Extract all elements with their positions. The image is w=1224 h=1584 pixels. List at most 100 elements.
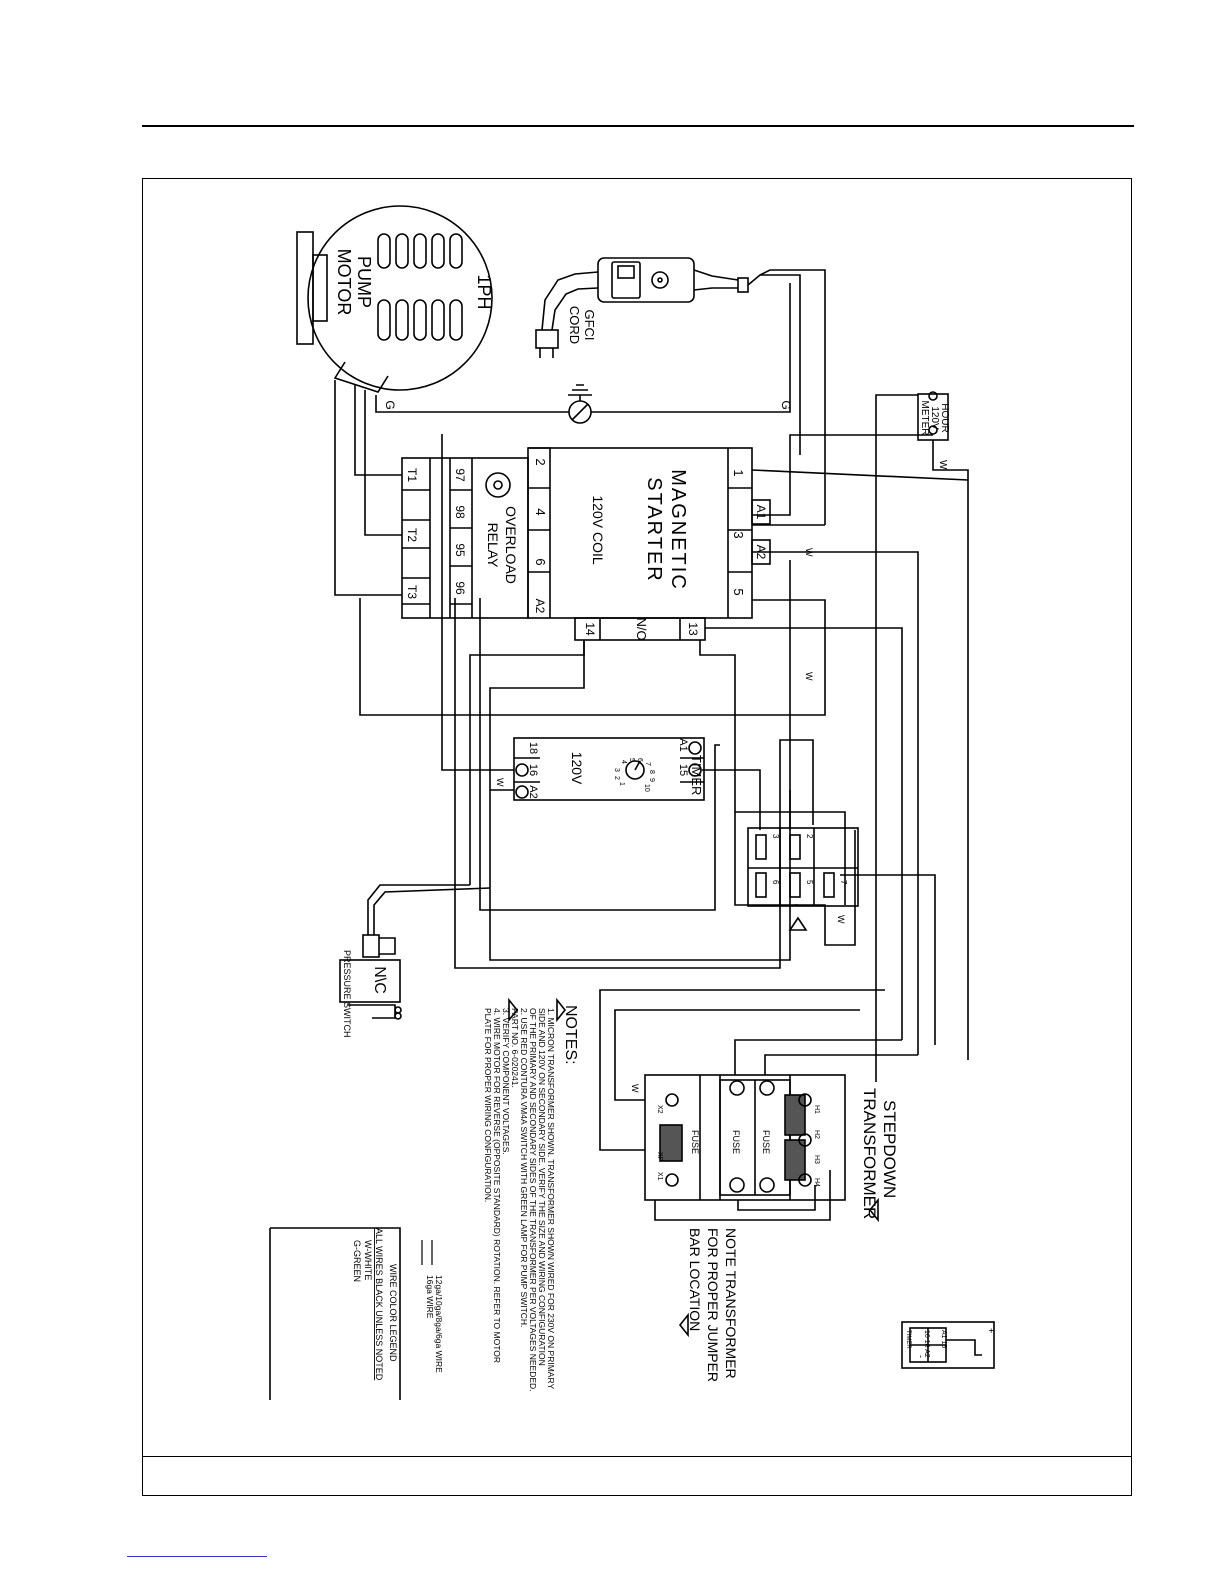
motor-label-1ph: 1PH [474, 274, 494, 309]
motor-vents [377, 233, 463, 341]
pressure-switch [339, 934, 402, 1020]
starter-aux-13: 13 [686, 622, 700, 636]
timer-inset-labels: + - TIMER A1 15 16 18 A2 [905, 1328, 996, 1358]
timer-term-16: 16 [527, 764, 539, 776]
stepdown-transformer [644, 1074, 846, 1221]
notes: NOTES: 1. MICRON TRANSFORMER SHOWN. TRAN… [483, 1005, 579, 1392]
timer-dial-10: 10 [643, 784, 650, 792]
gfci-cord [535, 257, 826, 525]
overload-label-2: RELAY [485, 523, 501, 569]
switch-term-3: 3 [771, 834, 780, 839]
overload-term-95: 95 [453, 543, 467, 557]
switch-block-labels: 2 3 5 6 7 [771, 834, 848, 885]
switch-term-5: 5 [805, 880, 814, 885]
starter-term-5: 5 [731, 588, 746, 595]
timer-dial-8: 8 [648, 770, 655, 774]
warning-triangles [508, 916, 879, 1338]
transformer-x2: X2 [656, 1105, 663, 1114]
wiring [334, 380, 969, 1151]
overload-t1: T1 [405, 468, 419, 482]
overload-term-96: 96 [453, 581, 467, 595]
hour-meter-label-1: HOUR [939, 403, 950, 432]
timer-inset-minus: - [916, 1355, 926, 1358]
switch-term-6: 6 [771, 880, 780, 885]
note-3: 3. VERIFY COMPONENT VOLTAGES. [501, 1008, 511, 1155]
overload-label-1: OVERLOAD [503, 506, 519, 584]
transformer-label-1: STEPDOWN [880, 1100, 899, 1198]
transformer-fuse-3: FUSE [690, 1130, 700, 1154]
wire-white-label-timer: W [495, 778, 505, 787]
ground-label-left: G [383, 400, 397, 409]
note-2a: 2. USE RED CONTURA VM4A SWITCH WITH GREE… [519, 1008, 529, 1327]
hour-meter-label-2: 120V [929, 406, 940, 430]
timer-dial-2: 2 [613, 776, 620, 780]
note-1c: OF THE PRIMARY AND SECONDARY SIDES OF TH… [528, 1008, 538, 1392]
starter-a2-left: A2 [533, 599, 547, 614]
footer-link-rule [127, 1556, 267, 1557]
wire-white-label-3: W [804, 672, 814, 681]
motor-label-pump: PUMP [354, 256, 374, 308]
legend-labels: 12ga/10ga/8ga/6ga WIRE 16ga WIRE WIRE CO… [352, 1228, 444, 1381]
switch-term-7: 7 [839, 880, 848, 885]
transformer-fuse-1: FUSE [761, 1130, 771, 1154]
pump-motor [296, 205, 493, 393]
legend-white: W-WHITE [363, 1240, 373, 1280]
switch-term-2: 2 [805, 834, 814, 839]
starter-aux-no: N/O [634, 617, 649, 640]
hour-meter [875, 391, 969, 1080]
legend-gauge-1: 12ga/10ga/8ga/6ga WIRE [434, 1275, 444, 1373]
transformer-note-2: FOR PROPER JUMPER [705, 1228, 721, 1382]
pressure-switch-contact: N\C [371, 966, 388, 994]
timer-dial-9: 9 [648, 778, 655, 782]
starter-term-3: 3 [731, 531, 746, 538]
pressure-switch-label: PRESSURE SWITCH [342, 950, 352, 1038]
timer-term-a2: A2 [527, 785, 539, 798]
legend-green: G-GREEN [352, 1240, 362, 1282]
wire-white-label-5: W [630, 1084, 640, 1093]
gfci-label-2: CORD [567, 306, 582, 344]
transformer-xf: XF [656, 1152, 663, 1161]
transformer-note-3: BAR LOCATION [687, 1228, 703, 1331]
transformer-note-1: NOTE TRANSFORMER [723, 1228, 739, 1379]
starter-term-6: 6 [533, 558, 548, 565]
timer-inset-bottom: 16 18 A2 [923, 1330, 930, 1358]
wire-white-label-4: W [836, 915, 846, 924]
timer-dial-7: 7 [644, 762, 651, 766]
ground-symbol [375, 283, 791, 424]
starter-aux-14: 14 [583, 622, 597, 636]
starter-coil-label: 120V COIL [590, 495, 606, 564]
transformer-labels: STEPDOWN TRANSFORMER FUSE FUSE FUSE H1 H… [656, 1088, 899, 1219]
timer-dial-4: 4 [620, 760, 627, 764]
overload-t3: T3 [405, 585, 419, 599]
ground-label-right: G [779, 400, 793, 409]
starter-a2: A2 [754, 545, 768, 560]
wire-white-label-1: W [937, 460, 948, 470]
transformer-note: NOTE TRANSFORMER FOR PROPER JUMPER BAR L… [687, 1228, 739, 1382]
transformer-x1: X1 [656, 1172, 663, 1181]
motor-label-motor: MOTOR [334, 249, 354, 316]
note-1b: SIDE AND 120V ON SECONDARY SIDE. VERIFY … [537, 1008, 547, 1366]
timer-voltage: 120V [569, 752, 585, 785]
transformer-h4: H4 [813, 1178, 820, 1187]
pump-switch-block [735, 811, 859, 907]
overload-term-97: 97 [453, 468, 467, 482]
timer-inset [901, 1321, 995, 1369]
transformer-h1: H1 [813, 1105, 820, 1114]
timer-inset-plus: + [986, 1328, 996, 1333]
starter-title-2: STARTER [643, 477, 665, 583]
note-4b: PLATE FOR PROPER WIRING CONFIGURATION. [483, 1008, 493, 1202]
overload-relay [401, 457, 529, 619]
starter-title-1: MAGNETIC [667, 469, 689, 591]
legend-all-black: ALL WIRES BLACK UNLESS NOTED [374, 1228, 384, 1381]
timer-labels: TIMER 120V A1 15 18 16 A2 1 2 3 4 5 6 7 … [495, 738, 704, 798]
wire-white-label-2: W [804, 548, 814, 557]
note-2b: PART NO. 6-020241. [510, 1008, 520, 1088]
starter-a1: A1 [754, 505, 768, 520]
timer-dial-1: 1 [618, 782, 625, 786]
wire-legend [269, 1227, 433, 1400]
motor-labels: 1PH PUMP MOTOR [334, 249, 494, 316]
transformer-h3: H3 [813, 1155, 820, 1164]
timer-inset-label: TIMER [905, 1330, 911, 1349]
transformer-h2: H2 [813, 1130, 820, 1139]
